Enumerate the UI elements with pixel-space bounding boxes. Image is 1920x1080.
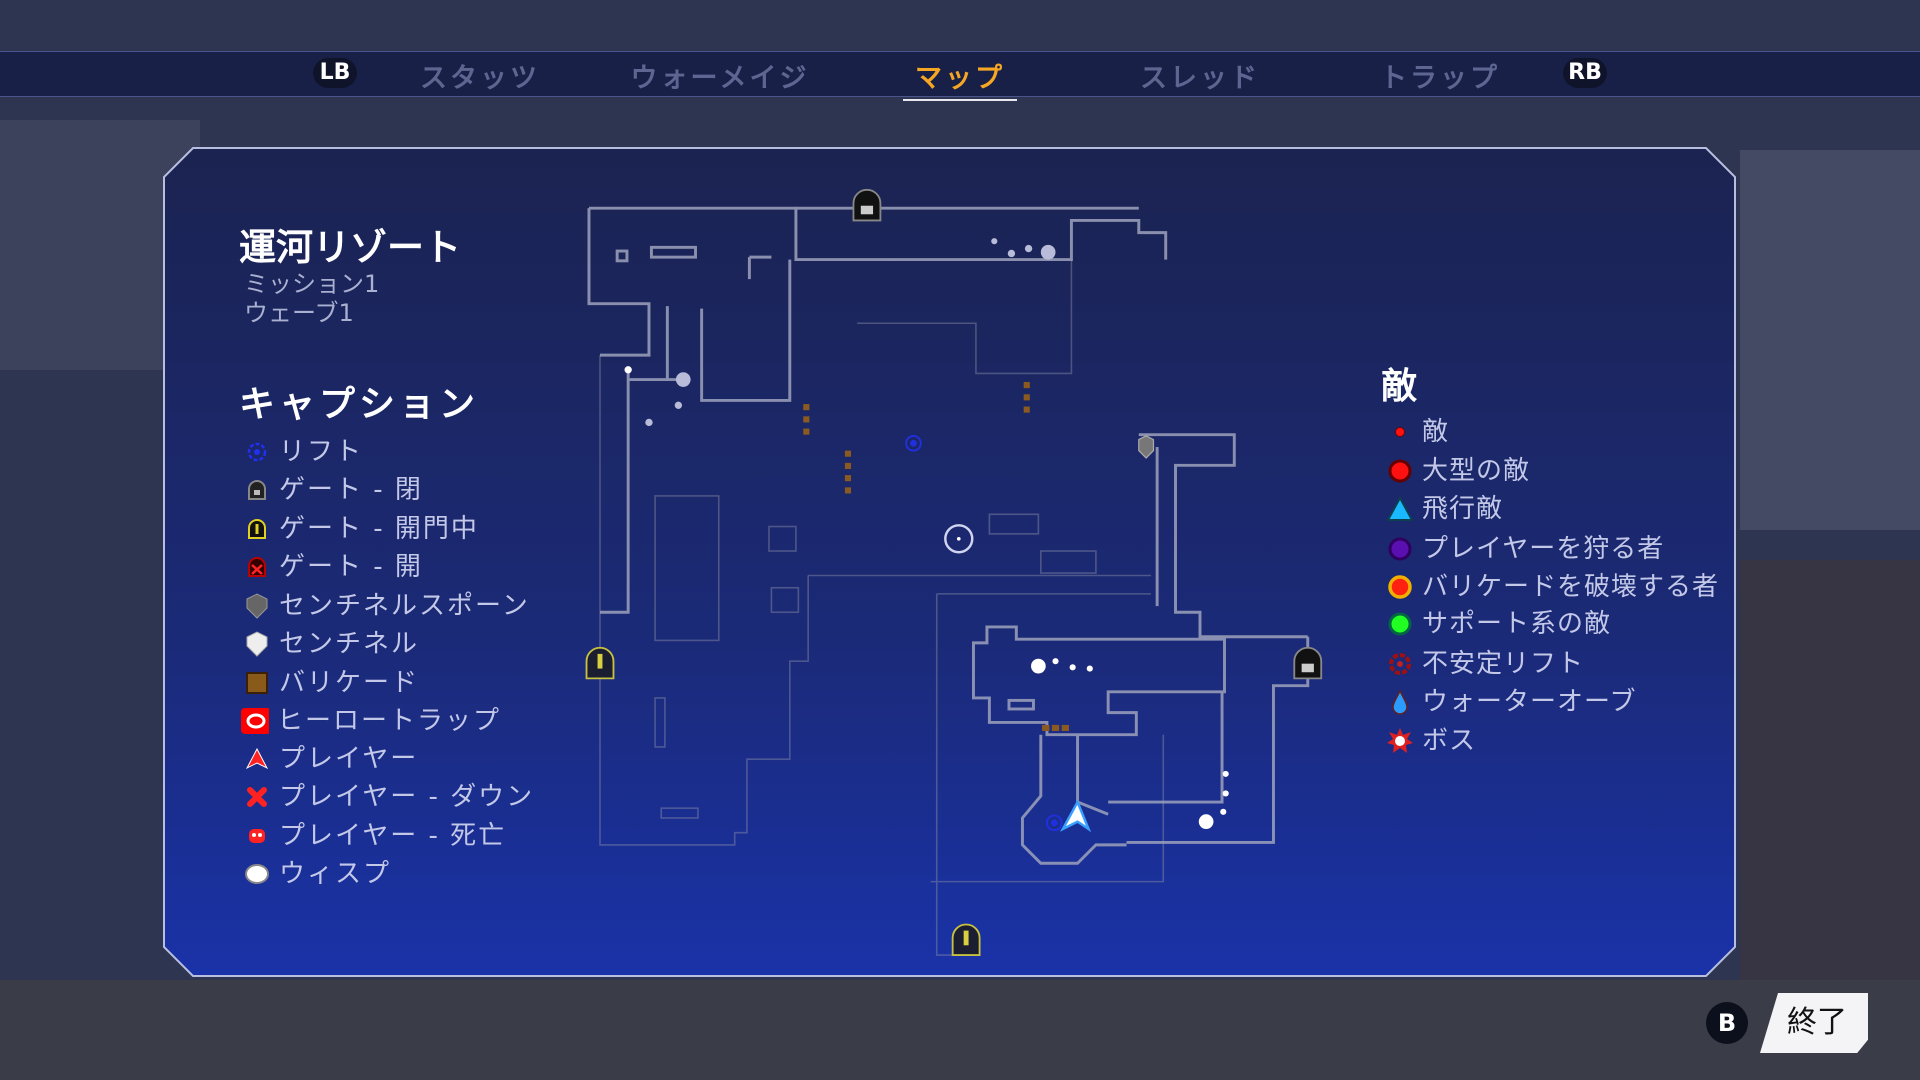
legend-item: プレイヤー - 死亡	[243, 819, 506, 853]
support-enemy-icon	[1386, 610, 1414, 638]
lift-icon	[905, 435, 1063, 832]
legend-item: センチネルスポーン	[243, 589, 530, 623]
legend-item: センチネル	[243, 627, 419, 661]
sentinel-spawn-icon	[1138, 435, 1155, 459]
enemies-header: 敵	[1381, 366, 1418, 407]
objective-target-icon	[944, 524, 974, 554]
map-faint-walls	[599, 259, 1165, 956]
level-title: 運河リゾート	[239, 226, 461, 269]
player-dead-icon	[243, 822, 271, 850]
exit-button[interactable]: 終了	[1760, 993, 1868, 1053]
player-marker-icon	[1059, 799, 1092, 833]
tab-traps[interactable]: トラップ	[1380, 63, 1500, 94]
legend-item: プレイヤーを狩る者	[1386, 532, 1664, 566]
barricades	[803, 382, 1069, 732]
barricade-breaker-icon	[1386, 573, 1414, 601]
flying-enemy-icon	[1386, 495, 1414, 523]
legend-item: バリケードを破壊する者	[1386, 570, 1719, 604]
lb-button[interactable]: LB	[313, 58, 357, 88]
barricade-icon	[243, 669, 271, 697]
top-nav-bar: LB スタッツ ウォーメイジ マップ スレッド トラップ RB	[0, 51, 1920, 101]
sentinel-spawn-icon	[243, 592, 271, 620]
legend-item: 大型の敵	[1386, 454, 1530, 488]
tab-threads[interactable]: スレッド	[1140, 63, 1260, 94]
legend-item: ゲート - 開	[243, 550, 423, 584]
enemy-icon	[1386, 418, 1414, 446]
caption-header: キャプション	[239, 384, 480, 425]
player-icon	[243, 745, 271, 773]
boss-icon	[1386, 727, 1414, 755]
legend-item: サポート系の敵	[1386, 607, 1611, 641]
wisp-markers	[624, 238, 1229, 829]
legend-item: 不安定リフト	[1386, 647, 1584, 681]
level-info: 運河リゾート ミッション1 ウェーブ1	[239, 226, 461, 328]
hero-trap-icon	[241, 707, 269, 735]
sentinel-icon	[243, 630, 271, 658]
b-button-icon[interactable]: B	[1706, 1002, 1748, 1044]
legend-item: リフト	[243, 435, 363, 469]
player-hunter-icon	[1386, 535, 1414, 563]
wave-label: ウェーブ1	[244, 299, 354, 327]
legend-item: 敵	[1386, 415, 1449, 449]
legend-item: ゲート - 開門中	[243, 512, 479, 546]
legend-item: ボス	[1386, 724, 1476, 758]
player-down-icon	[243, 783, 271, 811]
lift-icon	[243, 438, 271, 466]
gate-closed-icon	[852, 188, 1323, 680]
legend-item: ゲート - 閉	[243, 473, 423, 507]
gate-closed-icon	[243, 476, 271, 504]
rb-button[interactable]: RB	[1563, 58, 1607, 88]
gate-opening-icon	[585, 646, 981, 957]
gate-opening-icon	[243, 515, 271, 543]
mission-label: ミッション1	[244, 270, 380, 298]
legend-item: ヒーロートラップ	[241, 704, 501, 738]
legend-item: プレイヤー	[243, 742, 418, 776]
large-enemy-icon	[1386, 457, 1414, 485]
tab-map[interactable]: マップ	[903, 56, 1017, 101]
gate-open-icon	[243, 553, 271, 581]
map-walls	[587, 206, 1310, 865]
legend-item: バリケード	[243, 666, 419, 700]
legend-item: ウィスプ	[243, 857, 391, 891]
legend-item: 飛行敵	[1386, 492, 1503, 526]
wisp-icon	[243, 860, 271, 888]
tab-warmage[interactable]: ウォーメイジ	[630, 63, 810, 94]
water-orb-icon	[1386, 688, 1414, 716]
tab-stats[interactable]: スタッツ	[420, 63, 540, 94]
unstable-lift-icon	[1386, 650, 1414, 678]
legend-item: プレイヤー - ダウン	[243, 780, 534, 814]
legend-item: ウォーターオーブ	[1386, 685, 1636, 719]
